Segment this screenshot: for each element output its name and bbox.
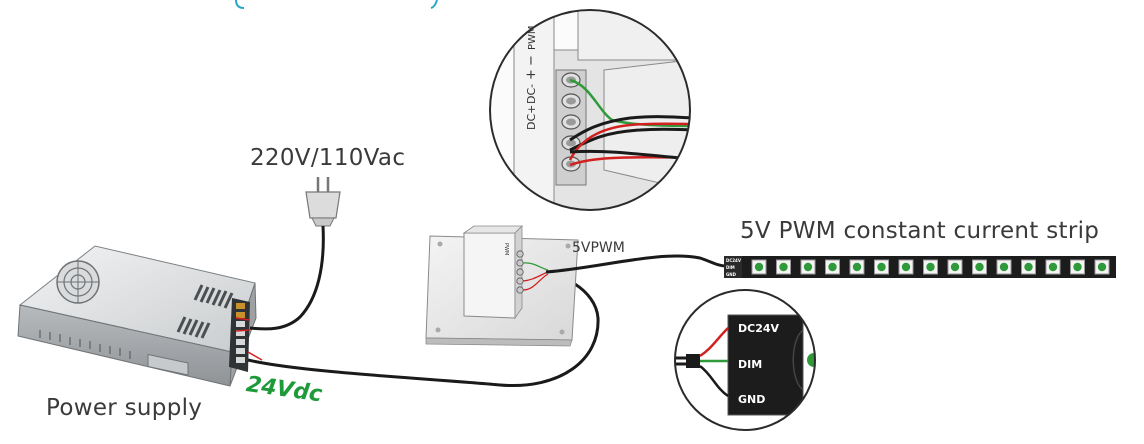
led-emitter <box>1024 262 1033 272</box>
zoom-pad-label: GND <box>738 393 765 406</box>
psu-terminal-block <box>229 298 250 372</box>
power-supply-label: Power supply <box>46 395 203 421</box>
led-emitter <box>1048 262 1058 272</box>
fan-grille-icon <box>56 260 100 304</box>
zoom-terminal-label: DC+ <box>525 105 538 130</box>
terminal-screw-head <box>566 139 576 147</box>
power-supply-unit <box>17 245 257 387</box>
strip-pad-label: DIM <box>726 265 735 270</box>
led-emitter <box>901 262 911 272</box>
led-emitter <box>828 262 837 272</box>
zoom-terminal-label: PWM <box>527 25 538 50</box>
cropped-heading <box>235 0 438 9</box>
led-emitter <box>754 262 764 272</box>
led-emitter <box>779 262 788 272</box>
led-emitter <box>926 262 935 272</box>
led-emitter <box>1073 262 1082 272</box>
strip-pad-zoom-inset: DC24V DIM GND <box>674 289 816 431</box>
zoom-pad-label: DC24V <box>738 322 780 335</box>
led-emitter <box>975 262 984 272</box>
mains-plug-icon <box>305 177 341 227</box>
svg-text:PWM: PWM <box>503 243 509 255</box>
pwm-controller: PWM <box>425 225 579 347</box>
zoom-terminal-label: DC- <box>525 84 538 104</box>
led-emitter <box>1097 262 1107 272</box>
led-emitter <box>877 262 886 272</box>
strip-pad-label: GND <box>726 272 737 277</box>
strip-title-label: 5V PWM constant current strip <box>740 218 1100 244</box>
zoom-terminal-label: − <box>524 55 539 66</box>
terminal-zoom-inset: DC+ DC- + − PWM <box>489 9 691 211</box>
led-emitter <box>999 262 1009 272</box>
pwm-cable <box>545 254 727 274</box>
strip-pad-label: DC24V <box>726 258 742 263</box>
led-strip: DC24V DIM GND <box>724 256 1116 278</box>
terminal-screw-head <box>566 97 576 105</box>
led-emitter <box>852 262 862 272</box>
terminal-screw-head <box>566 118 576 126</box>
mains-cable <box>249 225 325 331</box>
dc-output-cable <box>247 270 600 388</box>
led-emitter <box>950 262 960 272</box>
mains-voltage-label: 220V/110Vac <box>250 145 406 171</box>
zoom-pad-label: DIM <box>738 358 762 371</box>
pwm-signal-label: 5VPWM <box>572 240 625 256</box>
led-emitter <box>803 262 813 272</box>
psu-vents <box>176 284 234 339</box>
zoom-terminal-label: + <box>524 69 539 80</box>
